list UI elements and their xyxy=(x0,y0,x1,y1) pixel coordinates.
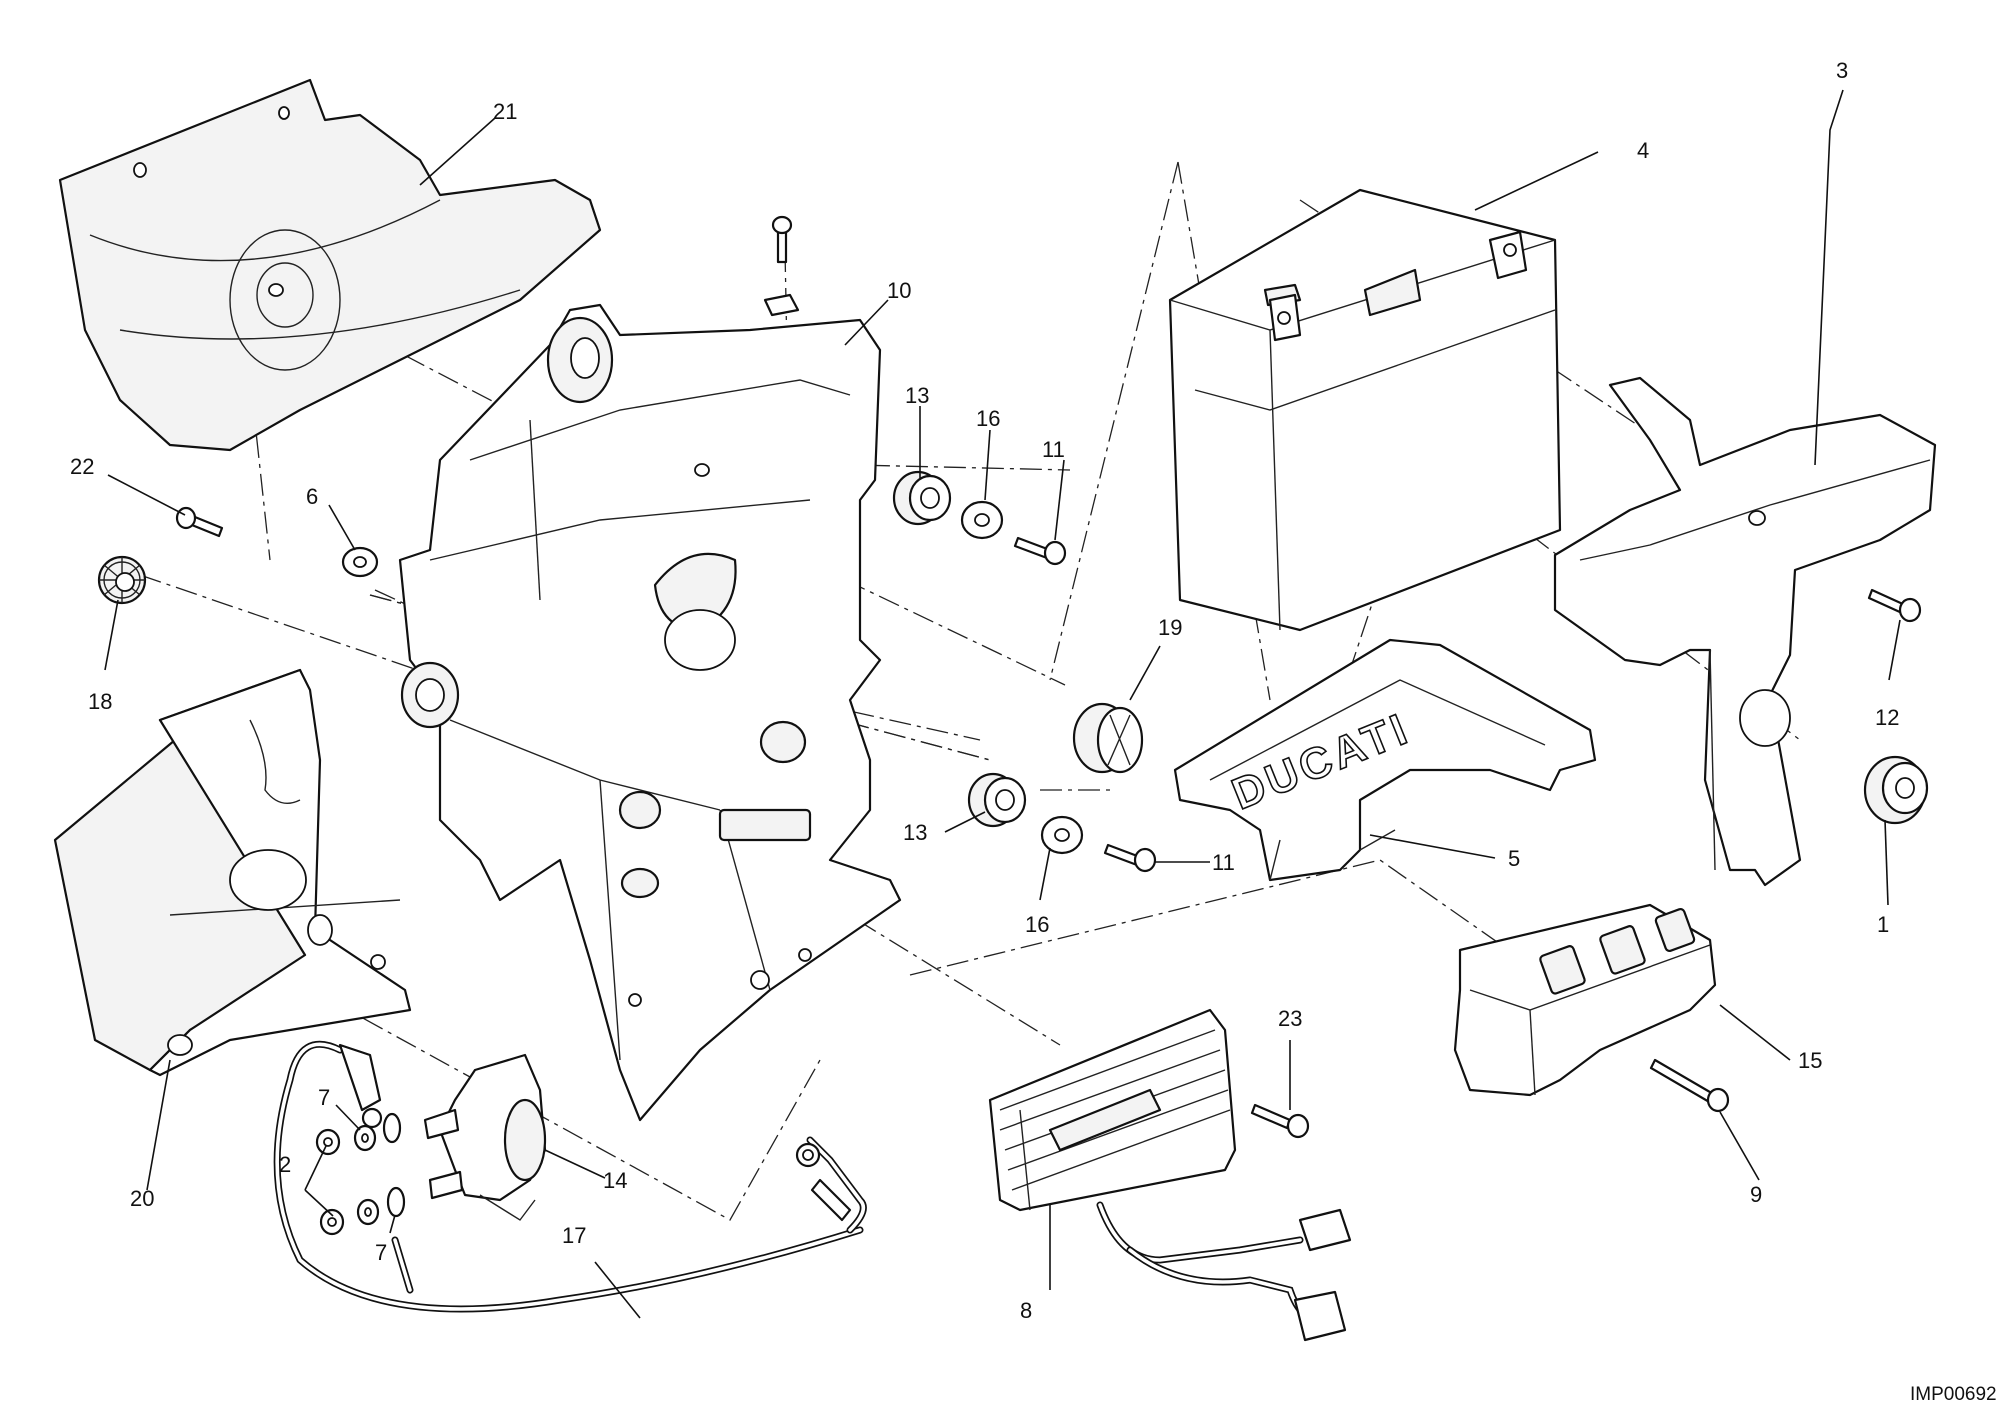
screw-upper-part xyxy=(1013,536,1067,566)
washer-small-part xyxy=(341,546,379,578)
callout-14: 14 xyxy=(603,1168,627,1193)
callout-8: 8 xyxy=(1020,1298,1032,1323)
callout-13-lower: 13 xyxy=(903,820,927,845)
callout-13-upper: 13 xyxy=(905,383,929,408)
screw-regulator-part xyxy=(1250,1103,1310,1139)
callout-7-lower: 7 xyxy=(375,1240,387,1265)
callout-2: 2 xyxy=(279,1152,291,1177)
washer-upper-part xyxy=(960,500,1004,540)
washer-lower-part xyxy=(1040,815,1084,855)
callout-16-upper: 16 xyxy=(976,406,1000,431)
callout-4: 4 xyxy=(1637,138,1649,163)
top-screw-and-clip-part xyxy=(763,215,800,317)
callout-11-lower: 11 xyxy=(1212,850,1235,875)
voltage-regulator-part xyxy=(988,1008,1352,1342)
screw-shield-part xyxy=(175,506,224,538)
screw-lower-part xyxy=(1103,843,1157,873)
lower-heat-shield-part xyxy=(53,668,412,1077)
battery-cable-part xyxy=(273,1040,867,1313)
callout-22: 22 xyxy=(70,454,94,479)
callout-11-upper: 11 xyxy=(1042,437,1065,462)
callout-12: 12 xyxy=(1875,705,1899,730)
screw-control-unit-part xyxy=(1649,1058,1730,1113)
starter-relay-part xyxy=(423,1053,547,1221)
callout-leaders xyxy=(104,89,1901,1319)
callout-15: 15 xyxy=(1798,1048,1822,1073)
callout-labels: 1 2 3 4 5 6 7 7 8 9 10 11 11 12 13 13 14… xyxy=(70,58,1899,1323)
callout-9: 9 xyxy=(1750,1182,1762,1207)
grommet-lower-part xyxy=(967,772,1027,828)
battery-base-part: DUCATI xyxy=(1173,638,1597,882)
callout-21: 21 xyxy=(493,99,517,124)
callout-5: 5 xyxy=(1508,846,1520,871)
callout-6: 6 xyxy=(306,484,318,509)
battery-hold-down-bracket-part xyxy=(1553,376,1937,887)
screw-bracket-part xyxy=(1867,588,1922,623)
upper-heat-shield-part xyxy=(58,78,602,452)
callout-23: 23 xyxy=(1278,1006,1302,1031)
callout-3: 3 xyxy=(1836,58,1848,83)
callout-1: 1 xyxy=(1877,912,1889,937)
callout-18: 18 xyxy=(88,689,112,714)
callout-19: 19 xyxy=(1158,615,1182,640)
battery-part xyxy=(1168,188,1562,632)
grommet-upper-part xyxy=(892,470,952,526)
callout-17: 17 xyxy=(562,1223,586,1248)
control-unit-part xyxy=(1453,903,1717,1097)
callout-20: 20 xyxy=(130,1186,154,1211)
callout-10: 10 xyxy=(887,278,911,303)
drawing-reference-code: IMP00692 xyxy=(1910,1384,1997,1405)
callout-16-lower: 16 xyxy=(1025,912,1049,937)
toothed-grommet-part xyxy=(97,555,147,605)
callout-7-upper: 7 xyxy=(318,1085,330,1110)
rubber-bumper-part xyxy=(1072,702,1144,774)
rubber-cap-part xyxy=(1863,755,1929,825)
terminal-nuts-washers-part xyxy=(315,1112,406,1236)
battery-tray-part xyxy=(398,303,902,1122)
